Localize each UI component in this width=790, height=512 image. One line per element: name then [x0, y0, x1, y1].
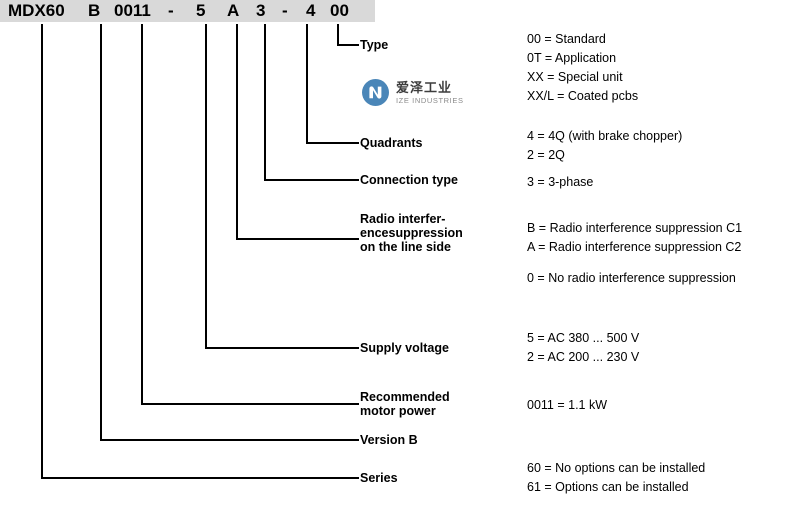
options-type: 00 = Standard 0T = Application XX = Spec…: [527, 30, 638, 106]
label-version: Version B: [360, 433, 418, 447]
code-segment-series: MDX60: [8, 1, 65, 20]
code-segment-rfi: A: [227, 1, 240, 20]
connector-elbow-series: [41, 477, 359, 479]
connector-elbow-connection-type: [264, 179, 359, 181]
option-item: 60 = No options can be installed: [527, 461, 706, 475]
watermark-cn: 爱泽工业: [396, 79, 453, 95]
options-motor-power: 0011 = 1.1 kW: [527, 396, 607, 415]
options-rfi: B = Radio interference suppression C1 A …: [527, 219, 742, 288]
option-item: 4 = 4Q (with brake chopper): [527, 129, 683, 143]
label-series: Series: [360, 471, 398, 485]
connector-elbow-rfi: [236, 238, 359, 240]
label-type: Type: [360, 38, 389, 52]
option-item: 2 = AC 200 ... 230 V: [527, 350, 640, 364]
label-connection-type: Connection type: [360, 173, 458, 187]
option-item: 61 = Options can be installed: [527, 480, 689, 494]
options-series: 60 = No options can be installed 61 = Op…: [527, 459, 705, 497]
connector-line-motor-power: [141, 24, 143, 405]
connector-line-version: [100, 24, 102, 441]
code-segment-type: 00: [330, 1, 349, 20]
code-separator-2: -: [282, 1, 288, 20]
code-segment-quadrants: 4: [306, 1, 316, 20]
option-item: 5 = AC 380 ... 500 V: [527, 331, 640, 345]
code-separator-1: -: [168, 1, 174, 20]
option-spacer: [527, 257, 742, 269]
option-item: 0011 = 1.1 kW: [527, 398, 608, 412]
connector-elbow-supply-voltage: [205, 347, 359, 349]
label-rfi: Radio interfer- encesuppression on the l…: [360, 212, 463, 254]
watermark-en: IZE INDUSTRIES: [396, 95, 464, 105]
connector-line-quadrants: [306, 24, 308, 144]
option-item: XX/L = Coated pcbs: [527, 89, 639, 103]
option-item: 0T = Application: [527, 51, 617, 65]
code-segment-motor-power: 0011: [114, 1, 151, 20]
options-quadrants: 4 = 4Q (with brake chopper) 2 = 2Q: [527, 127, 682, 165]
connector-line-rfi: [236, 24, 238, 240]
connector-elbow-quadrants: [306, 142, 359, 144]
watermark-logo: 爱泽工业 IZE INDUSTRIES: [362, 79, 464, 106]
connector-line-supply-voltage: [205, 24, 207, 349]
option-item: A = Radio interference suppression C2: [527, 240, 742, 254]
option-item: XX = Special unit: [527, 70, 623, 84]
connector-line-type: [337, 24, 339, 46]
watermark-text: 爱泽工业 IZE INDUSTRIES: [396, 81, 464, 105]
label-motor-power: Recommended motor power: [360, 390, 450, 418]
code-segment-connection: 3: [256, 1, 266, 20]
option-item: 3 = 3-phase: [527, 175, 594, 189]
option-item: 0 = No radio interference suppression: [527, 271, 736, 285]
connector-elbow-motor-power: [141, 403, 359, 405]
label-quadrants: Quadrants: [360, 136, 423, 150]
product-code-bar: [0, 0, 375, 22]
options-connection-type: 3 = 3-phase: [527, 173, 593, 192]
option-item: B = Radio interference suppression C1: [527, 221, 743, 235]
connector-elbow-version: [100, 439, 359, 441]
option-item: 2 = 2Q: [527, 148, 565, 162]
options-supply-voltage: 5 = AC 380 ... 500 V 2 = AC 200 ... 230 …: [527, 329, 639, 367]
connector-line-series: [41, 24, 43, 479]
label-supply-voltage: Supply voltage: [360, 341, 449, 355]
ize-logo-icon: [362, 79, 389, 106]
option-item: 00 = Standard: [527, 32, 606, 46]
connector-elbow-type: [337, 44, 359, 46]
code-segment-supply-voltage: 5: [196, 1, 206, 20]
connector-line-connection-type: [264, 24, 266, 181]
code-segment-version: B: [88, 1, 101, 20]
